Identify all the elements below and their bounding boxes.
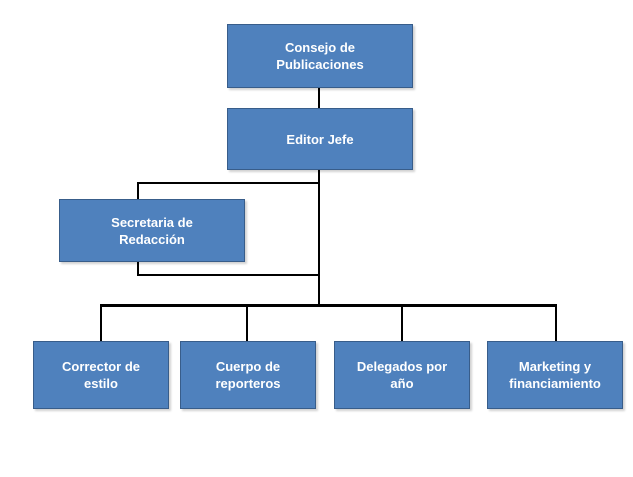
node-consejo-label: Consejo de Publicaciones	[276, 40, 364, 72]
connector-bottom-bar	[101, 304, 557, 307]
connector-consejo-editor	[318, 88, 320, 108]
node-editor-jefe: Editor Jefe	[227, 108, 413, 170]
node-delegados-label: Delegados por año	[356, 359, 448, 391]
connector-drop-cuerpo	[246, 304, 248, 341]
connector-secretaria-bottom	[137, 274, 320, 276]
connector-secretaria-bottom-left	[137, 262, 139, 276]
node-secretaria-de-redaccion: Secretaria de Redacción	[59, 199, 245, 262]
node-delegados-por-ano: Delegados por año	[334, 341, 470, 409]
node-corrector-de-estilo: Corrector de estilo	[33, 341, 169, 409]
node-secretaria-label: Secretaria de Redacción	[111, 214, 193, 247]
connector-drop-marketing	[555, 304, 557, 341]
node-consejo-de-publicaciones: Consejo de Publicaciones	[227, 24, 413, 88]
node-corrector-label: Corrector de estilo	[61, 359, 141, 391]
node-editor-label: Editor Jefe	[286, 131, 354, 147]
node-marketing-label: Marketing y financiamiento	[509, 359, 601, 391]
connector-secretaria-left	[137, 182, 139, 200]
connector-secretaria-top	[137, 182, 320, 184]
node-cuerpo-de-reporteros: Cuerpo de reporteros	[180, 341, 316, 409]
connector-drop-delegados	[401, 304, 403, 341]
node-marketing-y-financiamiento: Marketing y financiamiento	[487, 341, 623, 409]
node-cuerpo-label: Cuerpo de reporteros	[215, 359, 281, 391]
connector-drop-corrector	[100, 304, 102, 341]
connector-trunk	[318, 170, 320, 306]
